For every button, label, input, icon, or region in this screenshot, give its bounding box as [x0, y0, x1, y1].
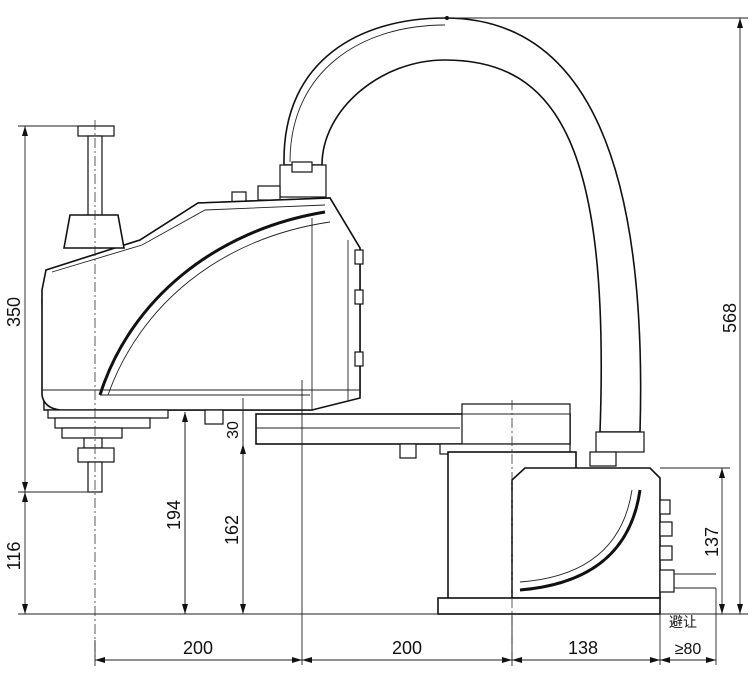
dim-arm2-underside-label: 162: [222, 515, 242, 545]
dim-base-depth-label: 138: [568, 638, 598, 658]
dim-arm2-thickness-label: 30: [225, 421, 242, 439]
dimension-labels: 350 116 194 162 30 568 137 200 200 138 避…: [4, 297, 740, 658]
forearm: [255, 403, 571, 459]
dim-clearance-label: ≥80: [675, 641, 702, 658]
spline-top-stop: [77, 125, 115, 137]
robot-base: [437, 400, 716, 660]
z-axis-spline: [61, 120, 125, 660]
cable-connector-base: [595, 431, 645, 453]
dim-arm2-label: 200: [392, 638, 422, 658]
dim-base-height-label: 137: [702, 527, 722, 557]
dimension-lines: [22, 18, 743, 666]
dim-arm1-label: 200: [183, 638, 213, 658]
dim-stroke-label: 350: [4, 297, 24, 327]
cable-conduit: [283, 16, 642, 433]
dim-flange-height-label: 116: [4, 542, 24, 571]
clearance-note-label: 避让: [669, 615, 697, 631]
upper-arm-housing: [41, 161, 364, 429]
dim-overall-height-label: 568: [720, 303, 740, 333]
base-mounting-plate: [437, 597, 661, 615]
dim-arm-underside-label: 194: [164, 500, 184, 530]
